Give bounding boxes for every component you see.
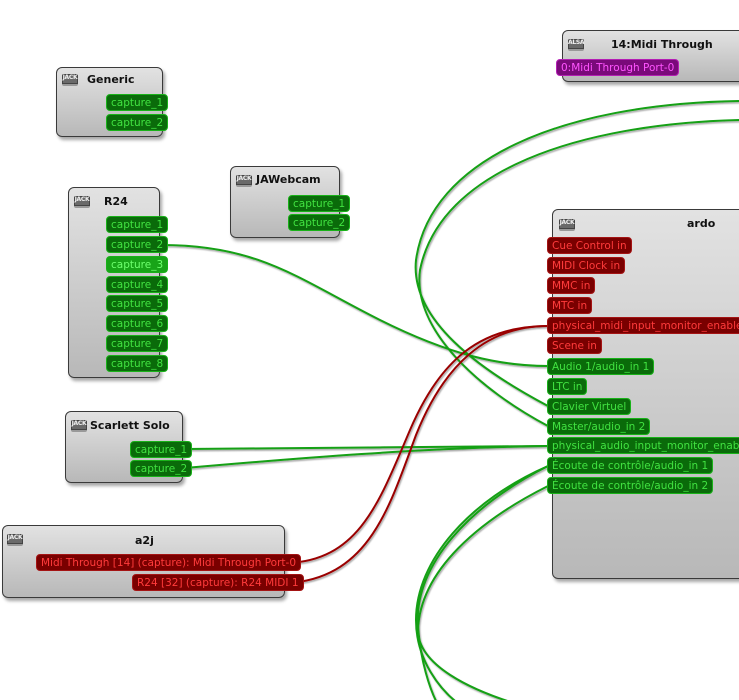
wire-scarlett-capture1[interactable] [184,445,549,450]
alsa-icon: ALSA [568,39,585,51]
client-title: 14:Midi Through [611,38,713,51]
port-ardour-physical-midi-monitor[interactable]: physical_midi_input_monitor_enable [547,317,739,334]
port-ardour-mmc-in[interactable]: MMC in [547,277,596,294]
jack-icon: JACK [236,175,252,187]
client-title: R24 [104,195,128,208]
client-title: ardo [687,217,716,230]
port-ardour-ecoute-in1[interactable]: Écoute de contrôle/audio_in 1 [547,457,714,474]
client-title: a2j [135,534,154,547]
jack-icon: JACK [559,219,575,231]
port-ardour-cue-control-in[interactable]: Cue Control in [547,237,632,254]
client-title: JAWebcam [256,173,321,186]
wire-ecoute1-offscreen[interactable] [414,465,549,700]
port-ardour-master-in2[interactable]: Master/audio_in 2 [547,418,651,435]
port-generic-capture2[interactable]: capture_2 [106,114,169,131]
port-r24-capture6[interactable]: capture_6 [106,315,169,332]
port-jawebcam-capture1[interactable]: capture_1 [288,195,351,212]
client-title: Scarlett Solo [90,419,170,432]
wire-offscreen-clavier[interactable] [414,100,739,407]
wire-a2j-midithrough[interactable] [287,325,549,564]
wire-ecoute-extra[interactable] [416,465,549,700]
port-generic-capture1[interactable]: capture_1 [106,94,169,111]
port-a2j-midi-through[interactable]: Midi Through [14] (capture): Midi Throug… [36,554,302,571]
jack-icon: JACK [62,74,78,86]
jack-icon: JACK [74,196,90,208]
port-r24-capture1[interactable]: capture_1 [106,216,169,233]
port-r24-capture3[interactable]: capture_3 [106,256,169,273]
port-r24-capture8[interactable]: capture_8 [106,355,169,372]
port-r24-capture2[interactable]: capture_2 [106,236,169,253]
jack-icon: JACK [71,420,87,432]
wire-a2j-r24midi[interactable] [287,325,549,584]
port-ardour-audio1-in1[interactable]: Audio 1/audio_in 1 [547,358,655,375]
port-ardour-ltc-in[interactable]: LTC in [547,378,588,395]
port-scarlett-capture1[interactable]: capture_1 [130,441,193,458]
wire-offscreen-master[interactable] [418,119,739,427]
port-r24-capture4[interactable]: capture_4 [106,276,169,293]
port-ardour-clavier-virtuel[interactable]: Clavier Virtuel [547,398,632,415]
port-ardour-midi-clock-in[interactable]: MIDI Clock in [547,257,626,274]
jack-icon: JACK [7,534,23,546]
port-scarlett-capture2[interactable]: capture_2 [130,460,193,477]
port-ardour-scene-in[interactable]: Scene in [547,337,602,354]
port-ardour-ecoute-in2[interactable]: Écoute de contrôle/audio_in 2 [547,477,714,494]
port-midi-through-port0[interactable]: 0:Midi Through Port-0 [556,59,680,76]
wire-scarlett-capture2[interactable] [184,445,549,469]
port-jawebcam-capture2[interactable]: capture_2 [288,214,351,231]
port-r24-capture7[interactable]: capture_7 [106,335,169,352]
client-title: Generic [87,73,135,86]
port-ardour-mtc-in[interactable]: MTC in [547,297,593,314]
port-r24-capture5[interactable]: capture_5 [106,295,169,312]
port-a2j-r24-midi1[interactable]: R24 [32] (capture): R24 MIDI 1 [132,574,304,591]
wire-ecoute2-offscreen[interactable] [416,485,549,700]
wire-r24-capture2-audio1[interactable] [161,244,549,367]
port-ardour-physical-audio-monitor[interactable]: physical_audio_input_monitor_enable [547,437,739,454]
